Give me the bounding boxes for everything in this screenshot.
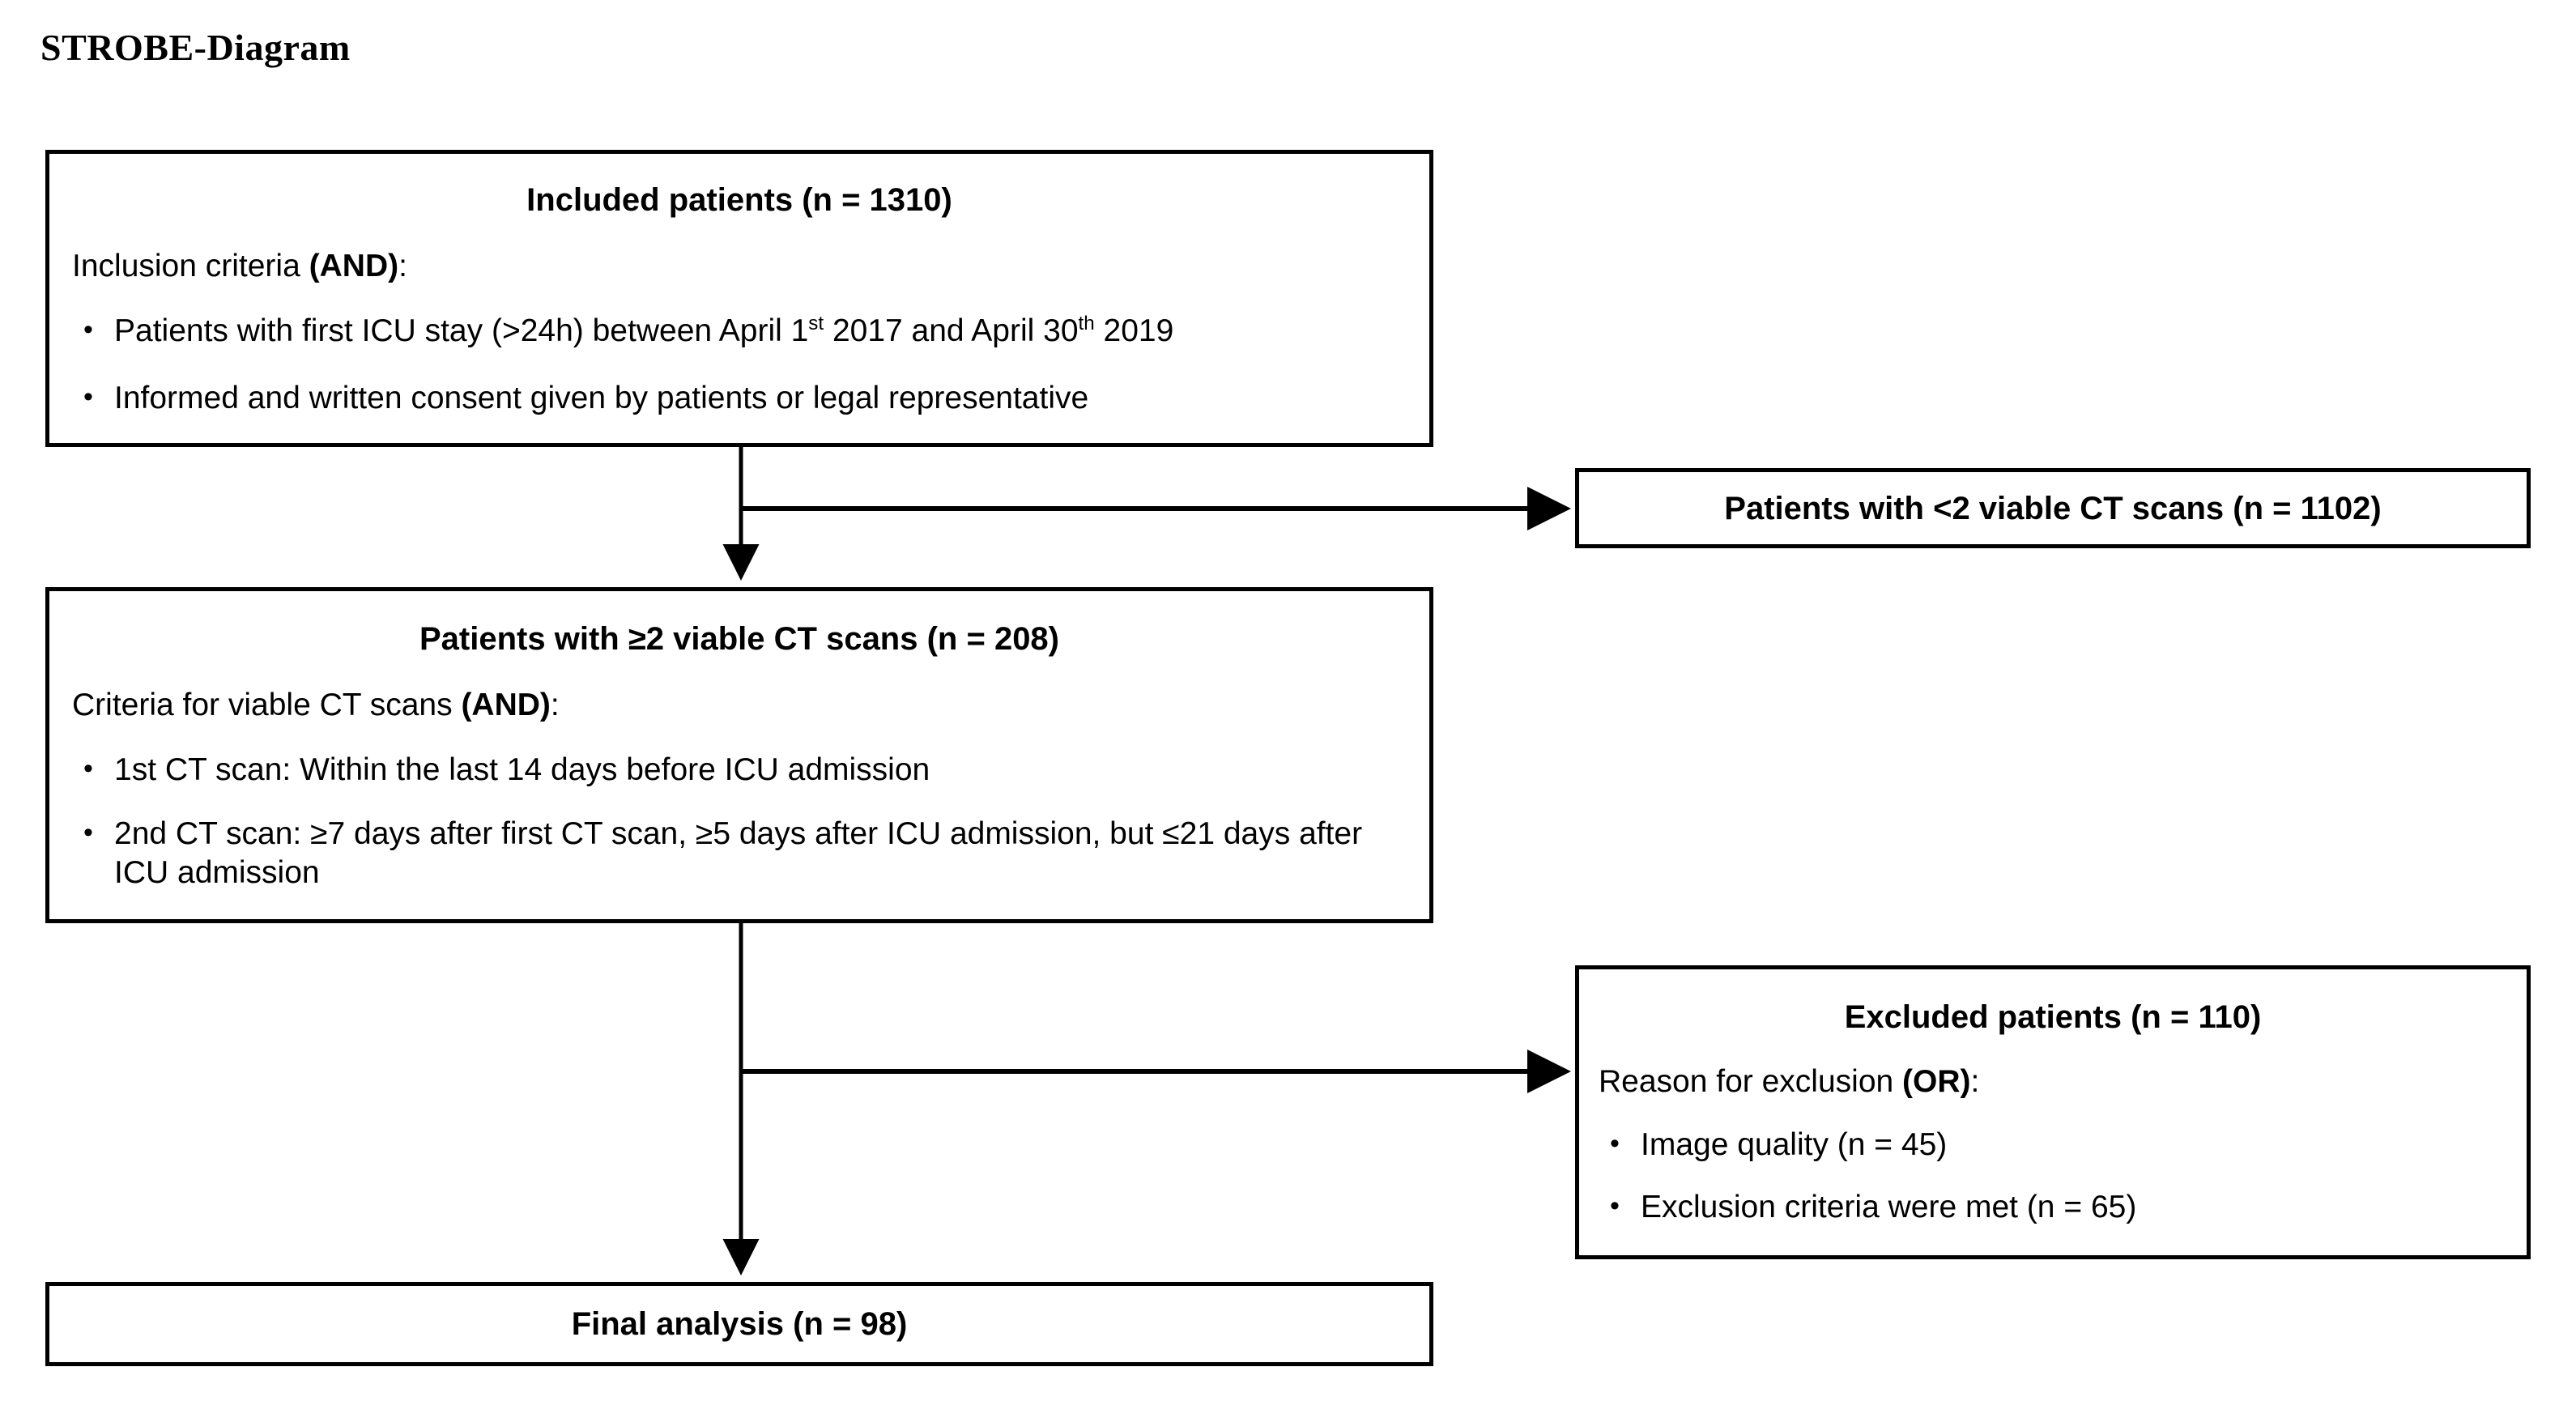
bullet-superscript-1: st: [808, 312, 824, 334]
box-excluded-patients-heading: Excluded patients (n = 110): [1844, 999, 2262, 1035]
bullet-superscript-2: th: [1078, 312, 1095, 334]
list-item: 2nd CT scan: ≥7 days after first CT scan…: [72, 815, 1407, 892]
viable-criteria-label: Criteria for viable CT scans: [72, 688, 462, 722]
box-viable-ct-scans: Patients with ≥2 viable CT scans (n = 20…: [45, 587, 1433, 923]
box-included-patients-heading: Included patients (n = 1310): [526, 182, 952, 218]
bullet-text-part1: Informed and written consent given by pa…: [114, 381, 1089, 416]
exclusion-reason-label: Reason for exclusion: [1599, 1064, 1903, 1099]
list-item: Exclusion criteria were met (n = 65): [1599, 1188, 2507, 1227]
inclusion-criteria-colon: :: [398, 249, 407, 283]
box-excluded-patients: Excluded patients (n = 110) Reason for e…: [1575, 965, 2531, 1259]
exclusion-reason-list: Image quality (n = 45) Exclusion criteri…: [1599, 1126, 2507, 1227]
list-item: 1st CT scan: Within the last 14 days bef…: [72, 751, 1407, 790]
box-excluded-insufficient-scans: Patients with <2 viable CT scans (n = 11…: [1575, 468, 2531, 548]
list-item: Patients with first ICU stay (>24h) betw…: [72, 312, 1407, 351]
bullet-text-part2: 2017 and April 30: [824, 313, 1079, 348]
list-item: Informed and written consent given by pa…: [72, 379, 1407, 418]
viable-criteria-colon: :: [550, 688, 560, 722]
exclusion-reason-operator: (OR): [1902, 1064, 1971, 1099]
exclusion-reason-colon: :: [1970, 1064, 1980, 1099]
box-excluded-patients-subheading: Reason for exclusion (OR):: [1599, 1063, 2507, 1101]
box-excluded-insufficient-scans-heading: Patients with <2 viable CT scans (n = 11…: [1724, 490, 2382, 526]
box-final-analysis-heading: Final analysis (n = 98): [571, 1306, 908, 1342]
bullet-text-part1: Patients with first ICU stay (>24h) betw…: [114, 313, 809, 348]
box-viable-ct-scans-heading: Patients with ≥2 viable CT scans (n = 20…: [419, 621, 1059, 657]
box-included-patients-subheading: Inclusion criteria (AND):: [72, 248, 1407, 286]
inclusion-criteria-list: Patients with first ICU stay (>24h) betw…: [72, 312, 1407, 418]
box-viable-ct-scans-subheading: Criteria for viable CT scans (AND):: [72, 687, 1407, 725]
viable-criteria-operator: (AND): [461, 688, 551, 722]
list-item: Image quality (n = 45): [1599, 1126, 2507, 1165]
box-included-patients: Included patients (n = 1310) Inclusion c…: [45, 150, 1433, 447]
bullet-text-part3: 2019: [1094, 313, 1174, 348]
box-final-analysis: Final analysis (n = 98): [45, 1282, 1433, 1366]
inclusion-criteria-label: Inclusion criteria: [72, 249, 309, 283]
viable-criteria-list: 1st CT scan: Within the last 14 days bef…: [72, 751, 1407, 892]
inclusion-criteria-operator: (AND): [309, 249, 399, 283]
page-title: STROBE-Diagram: [40, 27, 351, 68]
